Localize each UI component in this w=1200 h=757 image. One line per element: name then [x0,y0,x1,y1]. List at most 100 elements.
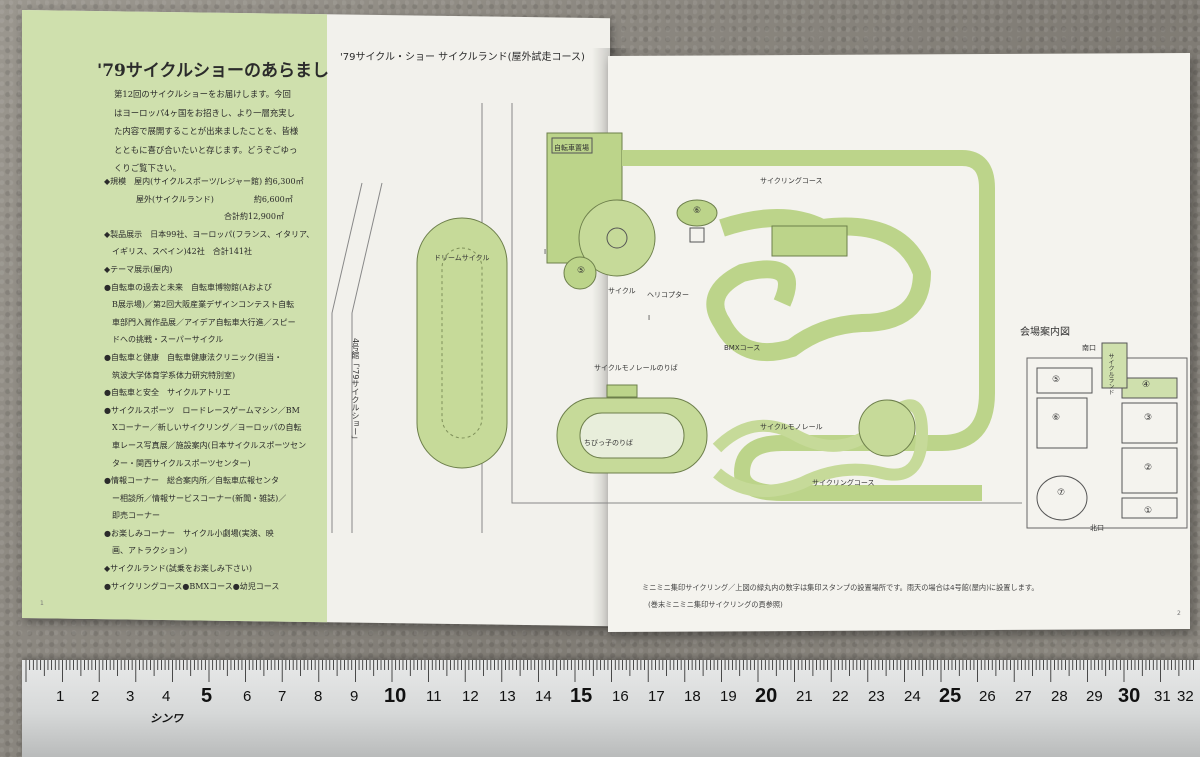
ruler-ticks [25,660,1194,682]
venue-number-5: ⑤ [1052,375,1061,385]
ruler-number: 8 [314,688,323,705]
item-line: 画、アトラクション) [104,546,188,556]
road-line [511,103,1022,504]
kids-track-inner [579,412,685,459]
event-items-list: ◆規模 屋内(サイクルスポーツ/レジャー館) 約6,300㎡ 屋外(サイクルラン… [104,173,314,595]
item-line: ◆規模 屋内(サイクルスポーツ/レジャー館) 約6,300㎡ [104,177,304,186]
venue-guide-title: 会場案内図 [1020,327,1070,338]
venue-number-7: ⑦ [1057,488,1066,498]
ruler-number: 29 [1086,688,1103,705]
stamp-5-label: ⑤ [577,266,586,276]
parking-box [551,137,593,154]
intro-line: 第12回のサイクルショーをお届けします。今回 [114,89,291,99]
ruler-number: 7 [278,688,287,705]
item-line: ター・関西サイクルスポーツセンター) [104,458,251,468]
venue-number-2: ② [1144,463,1153,473]
venue-hall-5 [1036,367,1093,394]
ruler-number: 19 [720,688,737,705]
ruler-number: 9 [350,688,359,705]
ruler-number: 11 [426,688,442,705]
ruler-number: 22 [832,688,849,705]
venue-cycleland [1101,342,1128,389]
ruler-number: 20 [755,685,778,707]
label-monorail-station: サイクルモノレールのりば [594,364,678,372]
venue-hall-2 [1121,447,1178,494]
ruler-number: 6 [243,688,252,705]
ruler-number: 31 [1154,688,1171,705]
stamp-legend-line: ミニミニ集印サイクリング／上図の緑丸内の数字は集印スタンプの設置場所です。雨天の… [642,583,1039,592]
label-bike-parking: 自転車置場 [554,144,589,152]
venue-hall-7 [1036,475,1088,521]
ruler-number: 17 [648,688,665,705]
item-line: ◆製品展示 日本99社、ヨーロッパ(フランス、イタリア、 [104,229,315,239]
item-line: B展示場)／第2回大阪産業デザインコンテスト自転 [104,300,295,310]
item-line: ◆サイクルランド(試乗をお楽しみ下さい) [104,564,252,574]
ruler-number: 26 [979,688,996,705]
stamp-6-label: ⑥ [693,206,702,216]
intro-line: た内容で展開することが出来ましたことを、皆様 [114,126,299,136]
item-line: ●お楽しみコーナー サイクル小劇場(実演、映 [104,528,274,538]
monorail-station [606,384,638,398]
venue-hall-1 [1121,497,1178,519]
road-line [331,182,363,533]
monorail-track [712,399,929,497]
ruler-number: 21 [796,688,813,705]
item-line: ドへの挑戦・スーパーサイクル [104,335,224,345]
item-line: 合計約12,900㎡ [104,212,284,222]
ruler-number: 14 [535,688,552,705]
venue-number-4: ④ [1142,380,1151,390]
label-cycling-course-top: サイクリングコース [760,177,823,185]
marker-i: I [648,314,651,322]
south-gate-label: 南口 [1082,344,1096,352]
label-dream-cycle: ドリームサイクル [434,254,490,262]
ruler-number: 3 [126,688,135,705]
item-line: ●サイクルスポーツ ロードレースゲームマシン／BM [104,405,300,415]
ruler-number: 4 [162,688,171,705]
item-line: 屋外(サイクルランド) 約6,600㎡ [104,194,293,204]
ruler-number: 2 [91,688,100,705]
ruler-number: 25 [939,685,962,707]
helicopter-hub [606,227,628,249]
label-bmx-course: BMXコース [724,344,761,352]
map-title: '79サイクル・ショー サイクルランド(屋外試走コース) [340,52,585,63]
item-line: ●サイクリングコース●BMXコース●幼児コース [104,581,280,591]
item-line: 筑波大学体育学系体力研究特別室) [104,370,236,380]
item-line: Xコーナー／新しいサイクリング／ヨーロッパの自転 [104,423,302,433]
label-building-4: 4号館「'79サイクルショー」 [351,338,360,444]
intro-line: はヨーロッパ4ヶ国をお招きし、より一層充実し [114,107,296,118]
item-line: ◆テーマ展示(屋内) [104,264,173,274]
label-kids: ちびっ子のりば [584,439,633,447]
ruler-number: 28 [1051,688,1068,705]
measuring-ruler: 1 2 3 4 5 6 7 8 9 10 11 12 13 14 15 16 1… [22,660,1200,757]
ruler-number: 23 [868,688,885,705]
intro-paragraph: 第12回のサイクルショーをお届けします。今回 はヨーロッパ4ヶ国をお招きし、より… [114,85,298,178]
helicopter-ride [578,199,656,277]
item-line: イギリス、スペイン)42社 合計141社 [104,247,253,257]
marker-i: I [544,248,547,256]
stamp-5-circle [563,256,597,290]
ruler-number: 30 [1118,685,1141,707]
booklet: '79サイクルショーのあらまし 第12回のサイクルショーをお届けします。今回 は… [22,8,1190,632]
monorail-loop [858,399,916,457]
label-monorail: サイクルモノレール [760,423,823,431]
stamp-legend-note: (巻末ミニミニ集印サイクリングの頁参照) [648,600,783,609]
label-cycle: サイクル [608,287,636,295]
ruler-number: 15 [570,685,593,707]
ruler-number: 24 [904,688,921,705]
dream-cycle-track [416,217,508,469]
item-line: ー相談所／情報サービスコーナー(新聞・雑誌)／ [104,493,287,503]
label-helicopter: ヘリコプター [647,291,689,299]
venue-cycleland-label: サイクルランド [1107,353,1114,395]
venue-hall-6 [1036,397,1088,449]
item-line: ●情報コーナー 総合案内所／自転車広報センタ [104,476,279,486]
venue-number-1: ① [1144,506,1153,516]
item-line: ●自転車の過去と未来 自転車博物館(Aおよび [104,282,272,292]
item-line: 車レース写真展／施設案内(日本サイクルスポーツセン [104,440,307,450]
bmx-building [771,225,848,257]
dream-cycle-inner [441,247,483,439]
item-line: 車部門入賞作品展／アイデア自転車大行進／スピー [104,317,296,327]
intro-line: くりご覧下さい。 [114,163,181,173]
course-map [331,103,1022,533]
item-line: ●自転車と健康 自転車健康法クリニック(担当・ [104,352,283,362]
venue-guide-map [1026,342,1188,529]
